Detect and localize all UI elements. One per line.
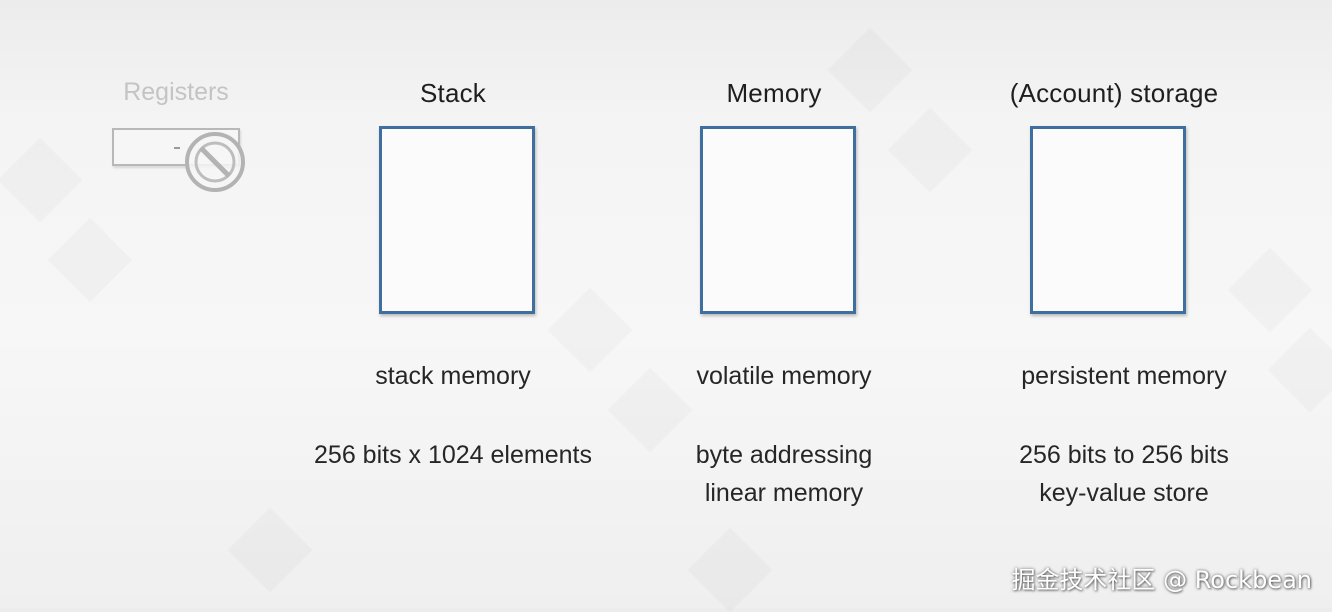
memory-detail-1: byte addressing bbox=[695, 441, 873, 469]
storage-box bbox=[1030, 126, 1186, 314]
stack-detail-1: 256 bits x 1024 elements bbox=[314, 441, 592, 469]
memory-description: volatile memory bbox=[696, 362, 872, 390]
memory-detail-2: linear memory bbox=[704, 479, 864, 507]
storage-description: persistent memory bbox=[1021, 362, 1227, 390]
storage-detail-1: 256 bits to 256 bits bbox=[1019, 441, 1229, 469]
stack-title: Stack bbox=[419, 78, 487, 108]
prohibited-icon bbox=[185, 132, 245, 192]
registers-title: Registers bbox=[123, 78, 229, 106]
stack-description: stack memory bbox=[375, 362, 531, 390]
stack-box bbox=[379, 126, 535, 314]
storage-detail-2: key-value store bbox=[1039, 479, 1209, 507]
memory-title: Memory bbox=[726, 78, 822, 108]
registers-dash bbox=[174, 147, 180, 149]
memory-box bbox=[700, 126, 856, 314]
storage-title: (Account) storage bbox=[1009, 78, 1219, 108]
credit-watermark: 掘金技术社区 @ Rockbean bbox=[1011, 566, 1312, 594]
